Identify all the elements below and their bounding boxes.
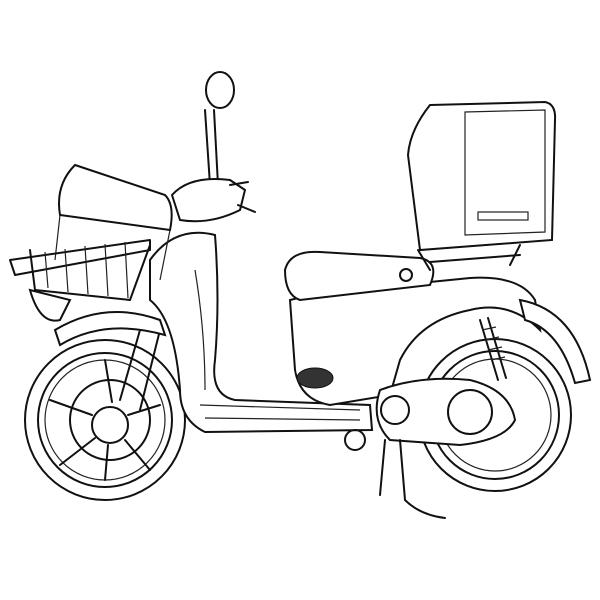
seat	[283, 250, 435, 302]
front-fork	[119, 329, 161, 411]
handlebar	[170, 178, 247, 223]
front-basket	[9, 163, 173, 322]
top-box	[406, 100, 557, 271]
engine	[344, 377, 517, 451]
brake-disc	[69, 379, 151, 461]
front-mudguard	[53, 311, 167, 347]
center-stand	[379, 439, 446, 519]
rear-mudguard	[518, 298, 592, 385]
mirror	[205, 71, 235, 109]
mirror-stem	[204, 109, 219, 186]
side-vent	[296, 367, 334, 389]
front-wheel	[24, 339, 186, 501]
